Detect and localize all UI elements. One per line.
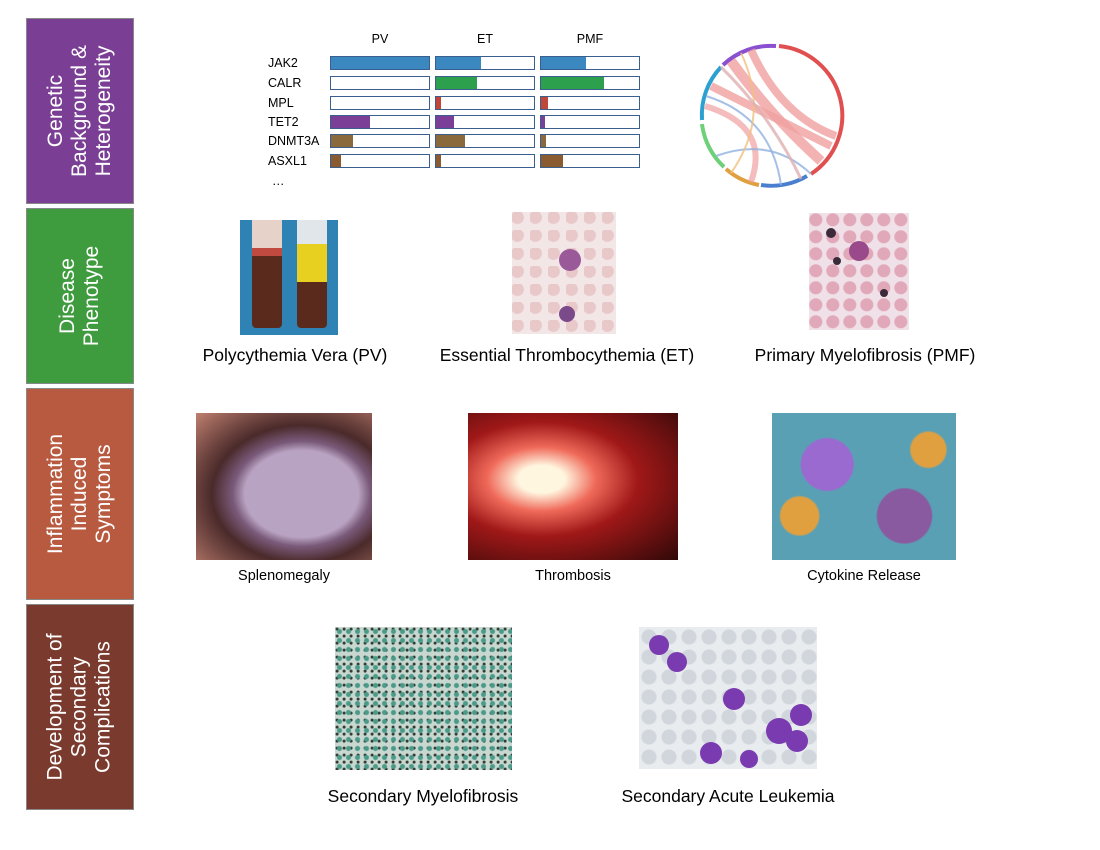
mutation-bar-pv-mpl [330,96,430,110]
mutation-bar-fill [436,135,466,147]
mutation-bar-pmf-asxl1 [540,154,640,168]
symptom-caption-cytokine-release: Cytokine Release [807,568,921,584]
mutation-bar-et-jak2 [435,56,535,70]
mutation-bar-pmf-calr [540,76,640,90]
mutation-bar-et-dnmt3a [435,134,535,148]
gene-label-tet2: TET2 [268,115,299,129]
mutation-bar-fill [436,77,478,89]
mutation-bar-fill [436,116,454,128]
band-complications-label: Development of Secondary Complications [44,633,115,781]
band-complications: Development of Secondary Complications [26,604,134,810]
mutation-bar-pv-jak2 [330,56,430,70]
column-header-pmf: PMF [576,32,604,46]
complication-caption-leukemia: Secondary Acute Leukemia [621,786,835,806]
mutation-bar-et-asxl1 [435,154,535,168]
gene-label-asxl1: ASXL1 [268,154,307,168]
band-genetic: Genetic Background & Heterogeneity [26,18,134,204]
mutation-bar-fill [331,155,341,167]
mutation-bar-fill [541,77,604,89]
cytokine-release-image [772,413,956,560]
mutation-bar-fill [436,97,441,109]
mutation-bar-pmf-jak2 [540,56,640,70]
mutation-bar-pmf-dnmt3a [540,134,640,148]
mutation-bar-fill [436,155,441,167]
mutation-bar-fill [331,57,429,69]
mutation-bar-fill [541,155,563,167]
gene-label-mpl: MPL [268,96,294,110]
secondary-acute-leukemia-image [639,627,817,769]
band-genetic-label: Genetic Background & Heterogeneity [44,45,116,177]
complication-caption-myelofibrosis: Secondary Myelofibrosis [327,786,519,806]
band-symptoms-label: Inflammation Induced Symptoms [44,433,115,555]
mutation-bar-pv-tet2 [330,115,430,129]
gene-label-calr: CALR [268,76,302,90]
mutation-bar-pmf-tet2 [540,115,640,129]
mutation-bar-fill [436,57,482,69]
chord-diagram [699,43,845,188]
mutation-bar-fill [541,97,548,109]
et-smear-image [512,212,616,334]
gene-label-more: … [272,174,285,188]
mutation-bar-fill [541,116,545,128]
mutation-bar-fill [331,116,371,128]
gene-label-dnmt3a: DNMT3A [268,134,320,148]
mutation-bar-pv-calr [330,76,430,90]
phenotype-caption-pmf: Primary Myelofibrosis (PMF) [754,345,976,365]
gene-label-jak2: JAK2 [268,56,298,70]
mutation-bar-et-calr [435,76,535,90]
mutation-bar-fill [331,135,353,147]
band-phenotype-label: Disease Phenotype [55,245,103,347]
mutation-bar-fill [541,57,587,69]
secondary-myelofibrosis-image [335,627,512,770]
band-symptoms: Inflammation Induced Symptoms [26,388,134,600]
mutation-bar-pv-asxl1 [330,154,430,168]
symptom-caption-splenomegaly: Splenomegaly [238,568,330,584]
pmf-smear-image [809,213,909,330]
splenomegaly-image [196,413,372,560]
column-header-pv: PV [371,32,389,46]
mutation-bar-fill [541,135,546,147]
mutation-bar-pv-dnmt3a [330,134,430,148]
phenotype-caption-et: Essential Thrombocythemia (ET) [439,345,695,365]
phenotype-caption-pv: Polycythemia Vera (PV) [202,345,388,365]
pv-tubes-image [240,220,338,335]
mutation-bar-et-tet2 [435,115,535,129]
column-header-et: ET [477,32,493,46]
mutation-bar-pmf-mpl [540,96,640,110]
thrombosis-image [468,413,678,560]
mutation-bar-et-mpl [435,96,535,110]
band-phenotype: Disease Phenotype [26,208,134,384]
symptom-caption-thrombosis: Thrombosis [535,568,611,584]
